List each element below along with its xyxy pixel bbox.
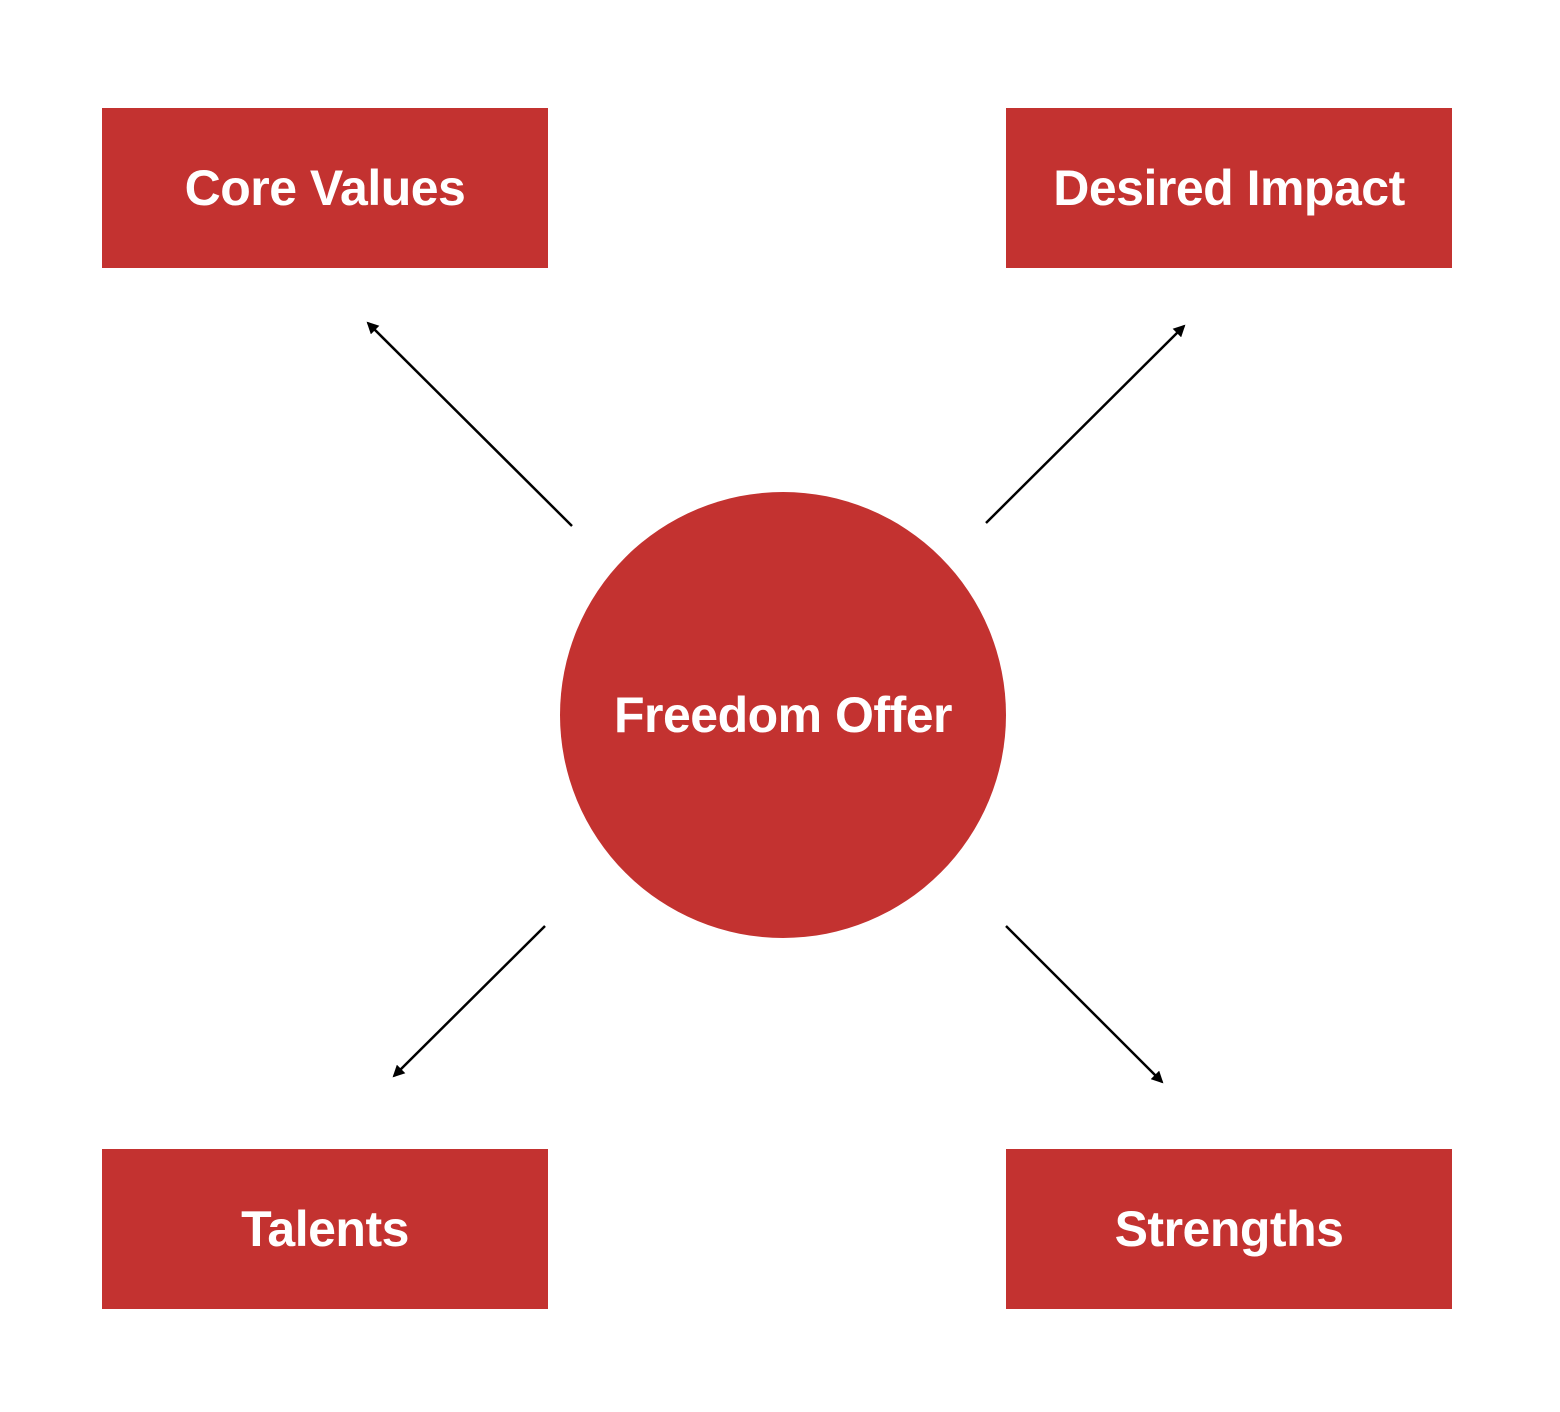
core-values-label: Core Values: [184, 160, 466, 216]
desired-impact-box: Desired Impact: [1006, 108, 1452, 268]
arrow-to-talents: [392, 925, 546, 1078]
talents-label: Talents: [241, 1201, 409, 1257]
freedom-offer-label: Freedom Offer: [613, 687, 953, 743]
strengths-label: Strengths: [1114, 1201, 1344, 1257]
desired-impact-label: Desired Impact: [1053, 160, 1405, 216]
arrow-to-desired-impact: [985, 324, 1186, 524]
talents-box: Talents: [102, 1149, 548, 1309]
strengths-box: Strengths: [1006, 1149, 1452, 1309]
arrow-to-strengths: [1005, 925, 1164, 1084]
core-values-box: Core Values: [102, 108, 548, 268]
arrow-to-core-values: [366, 321, 573, 527]
freedom-offer-circle: Freedom Offer: [560, 492, 1006, 938]
